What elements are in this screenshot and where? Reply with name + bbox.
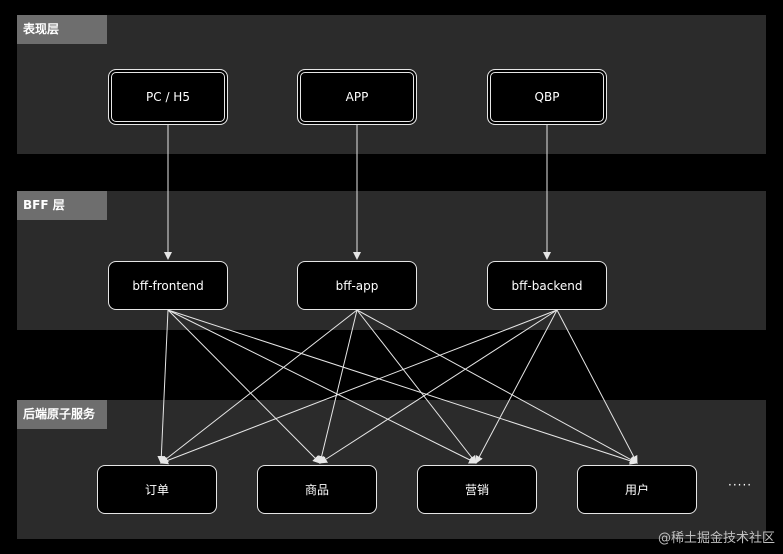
bff-backend-node[interactable]: bff-backend xyxy=(487,261,607,310)
bff-frontend-node[interactable]: bff-frontend xyxy=(108,261,228,310)
presentation-layer-label: 表现层 xyxy=(17,15,107,44)
bff-layer-label: BFF 层 xyxy=(17,191,107,220)
more-services-ellipsis: ····· xyxy=(728,478,753,492)
client-qbp-node[interactable]: QBP xyxy=(487,69,607,125)
backend-layer-label: 后端原子服务 xyxy=(17,400,107,429)
service-marketing-node[interactable]: 营销 xyxy=(417,465,537,514)
watermark-text: @稀土掘金技术社区 xyxy=(657,531,775,546)
service-order-node[interactable]: 订单 xyxy=(97,465,217,514)
service-user-node[interactable]: 用户 xyxy=(577,465,697,514)
bff-app-node[interactable]: bff-app xyxy=(297,261,417,310)
client-app-node[interactable]: APP xyxy=(297,69,417,125)
service-goods-node[interactable]: 商品 xyxy=(257,465,377,514)
client-pc-h5-node[interactable]: PC / H5 xyxy=(108,69,228,125)
